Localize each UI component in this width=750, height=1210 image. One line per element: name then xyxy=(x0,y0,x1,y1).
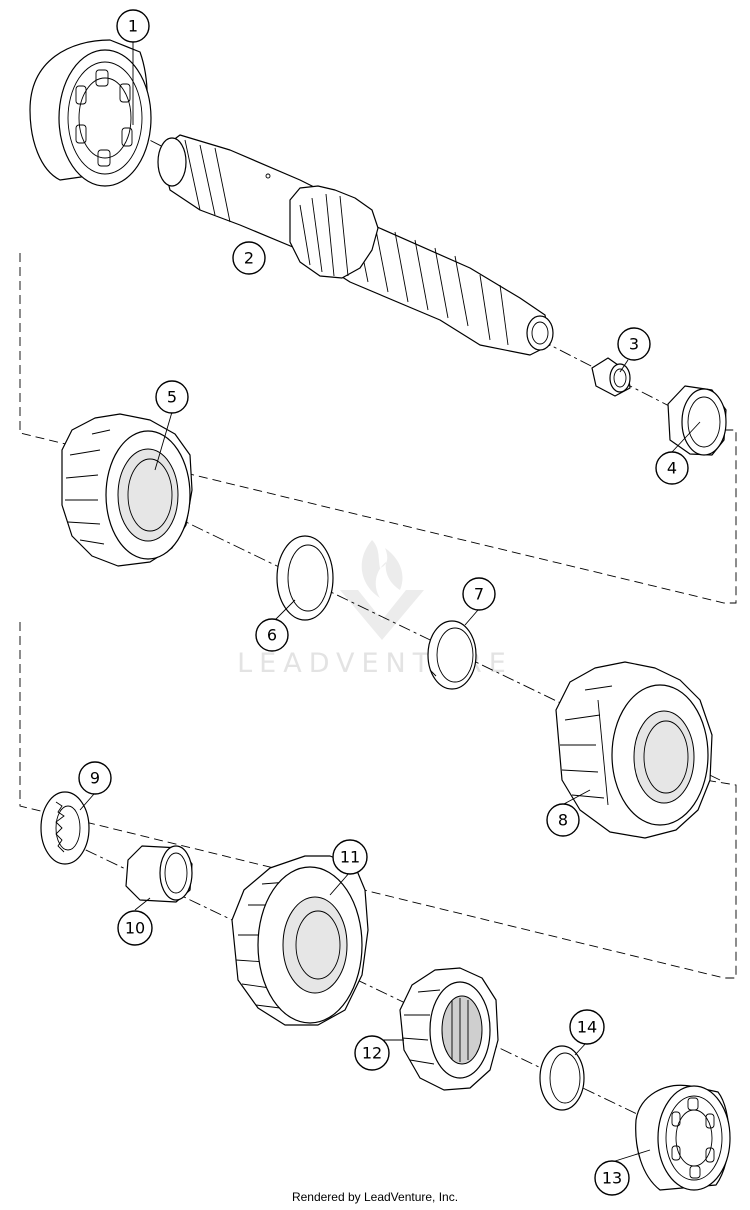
callout-14: 14 xyxy=(569,1009,605,1045)
lockwasher-part-9 xyxy=(40,791,90,865)
callout-6: 6 xyxy=(255,618,289,652)
race-part-4 xyxy=(667,385,727,456)
bearing-part-1 xyxy=(29,39,152,187)
washer-part-14 xyxy=(539,1045,585,1111)
callout-label: 8 xyxy=(558,811,568,830)
callout-12: 12 xyxy=(354,1035,390,1071)
callout-label: 6 xyxy=(267,626,277,645)
washer-part-6 xyxy=(276,535,334,621)
callout-label: 11 xyxy=(340,848,360,867)
watermark-logo-icon xyxy=(340,540,424,640)
callout-2: 2 xyxy=(232,241,266,275)
callout-8: 8 xyxy=(546,803,580,837)
gear-part-8 xyxy=(555,661,713,839)
callout-label: 9 xyxy=(90,769,100,788)
callout-label: 10 xyxy=(125,919,145,938)
callout-4: 4 xyxy=(655,451,689,485)
callout-3: 3 xyxy=(617,327,651,361)
bushing-part-10 xyxy=(125,845,193,903)
bushing-part-3 xyxy=(591,357,631,397)
gear-part-11 xyxy=(231,855,369,1026)
callout-1: 1 xyxy=(116,9,150,43)
callout-leaders xyxy=(79,42,701,1163)
bearing-part-13 xyxy=(635,1084,731,1191)
callout-label: 1 xyxy=(128,17,138,36)
callout-10: 10 xyxy=(117,910,153,946)
callout-label: 12 xyxy=(362,1044,382,1063)
callout-label: 14 xyxy=(577,1018,597,1037)
callout-label: 4 xyxy=(667,459,677,478)
gear-part-5 xyxy=(61,413,193,567)
callout-13: 13 xyxy=(594,1160,630,1196)
circlip-part-7 xyxy=(427,620,477,690)
callout-label: 7 xyxy=(474,585,484,604)
callout-5: 5 xyxy=(155,380,189,414)
callout-label: 5 xyxy=(167,388,177,407)
callout-9: 9 xyxy=(78,761,112,795)
callout-7: 7 xyxy=(462,577,496,611)
assembly-leader-upper xyxy=(19,253,737,604)
callout-11: 11 xyxy=(332,839,368,875)
callout-label: 13 xyxy=(602,1169,622,1188)
gear-part-12 xyxy=(399,967,499,1091)
callout-label: 3 xyxy=(629,335,639,354)
callout-label: 2 xyxy=(244,249,254,268)
assembly-leader-lower xyxy=(19,622,737,979)
shaft-part-2 xyxy=(157,134,554,356)
render-credit: Rendered by LeadVenture, Inc. xyxy=(291,1190,459,1204)
